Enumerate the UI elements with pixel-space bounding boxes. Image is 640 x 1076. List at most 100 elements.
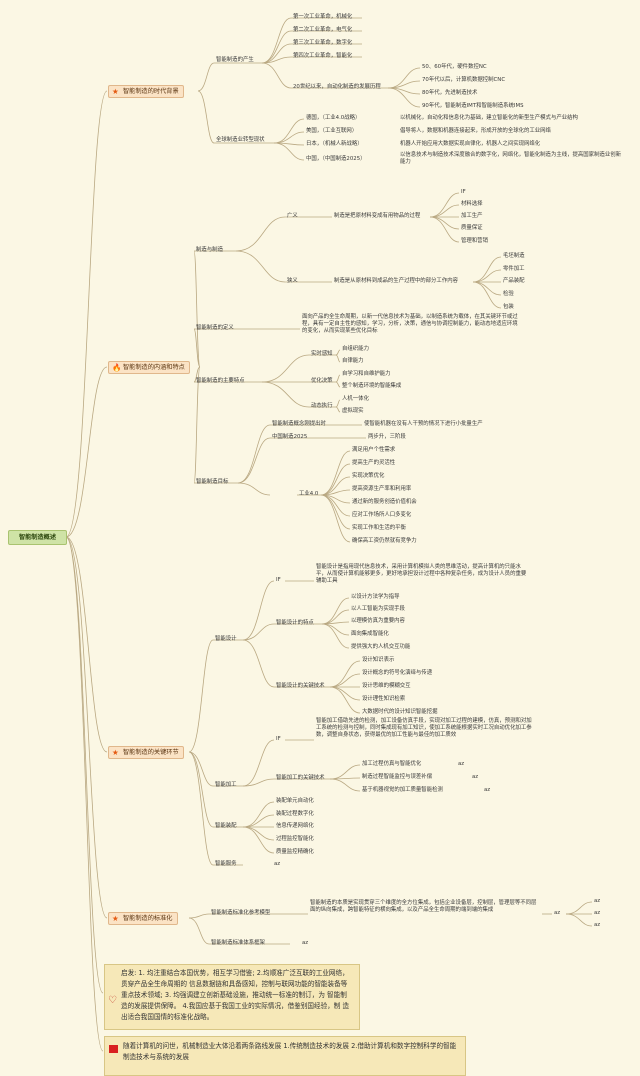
node-service[interactable]: 智能服务 [215, 861, 237, 867]
node-desc[interactable]: 智能设计是指用现代信息技术，采用计算机模拟人类的思维活动，提高计算机的只能水平，… [316, 564, 527, 584]
node-goals[interactable]: 智能制造目标 [196, 479, 229, 485]
node-assembly[interactable]: 智能装配 [215, 823, 237, 829]
node-global-status[interactable]: 全球制造业转型现状 [216, 137, 265, 143]
section-connotation[interactable]: 🔥智能制造的内涵和特点 [108, 361, 190, 374]
node-item[interactable]: 以人工智能为实现手段 [351, 606, 405, 612]
node-desc[interactable]: 智能加工借助先进的检测，加工设备仿真手段，实现对加工过程的建模，仿真，预测和对加… [316, 718, 532, 738]
node-desc[interactable]: 机器人开始应用大数据实现自律化，机器人之间实现网络化 [400, 141, 541, 147]
node-tag[interactable]: az [472, 774, 479, 780]
node-narrow[interactable]: 狭义 [287, 278, 298, 284]
node-item[interactable]: 信息传递网络化 [276, 823, 314, 829]
node-item[interactable]: 加工过程仿真与智能优化 [362, 761, 422, 767]
node-item[interactable]: 虚拟现实 [342, 408, 364, 414]
node-item[interactable]: 提高资源生产率和利用率 [352, 486, 412, 492]
node-desc[interactable]: 面向产品的全生命周期，以新一代信息技术为基础，以制造系统为载体，在其关键环节或过… [302, 314, 518, 334]
node-desc[interactable]: 以信息技术与制造技术深度融合的数字化，网络化，智能化制造为主线，提高国家制造业创… [400, 152, 622, 165]
node-reference-model[interactable]: 智能制造标准化参考模型 [211, 910, 271, 916]
node-feature[interactable]: 实时感知 [311, 351, 333, 357]
node-item[interactable]: 加工生产 [461, 213, 483, 219]
node-item[interactable]: 质量监控精确化 [276, 849, 314, 855]
node-item[interactable]: 80年代，先进制造技术 [422, 90, 478, 96]
node-desc[interactable]: 使智能机器在没有人干预的情况下进行小批量生产 [364, 421, 483, 427]
node-item[interactable]: 包装 [503, 304, 514, 310]
node-item[interactable]: 基于机器视觉的加工质量智能检测 [362, 787, 443, 793]
node-item[interactable]: 大数据时代的设计知识智能挖掘 [362, 709, 438, 715]
node-item[interactable]: 管理和营销 [461, 238, 488, 244]
node-item[interactable]: 以设计方法学为指导 [351, 594, 400, 600]
node-item[interactable]: 设计思维的模糊交互 [362, 683, 411, 689]
node-item[interactable]: 第二次工业革命，电气化 [293, 27, 353, 33]
node-item[interactable]: 设计理性知识检索 [362, 696, 406, 702]
node-item[interactable]: 满足用户个性需求 [352, 447, 396, 453]
node-making[interactable]: 制造与制造 [196, 247, 223, 253]
node-tag[interactable]: az [554, 910, 561, 916]
node-item[interactable]: 检验 [503, 291, 514, 297]
node-features[interactable]: 智能制造的主要特点 [196, 378, 245, 384]
node-item[interactable]: 50、60年代，硬件数控NC [422, 64, 487, 70]
node-design-features[interactable]: 智能设计的特点 [276, 620, 314, 626]
node-machining-tech[interactable]: 智能加工的关键技术 [276, 775, 325, 781]
node-origin[interactable]: 智能制造的产生 [216, 57, 254, 63]
node-country[interactable]: 中国，（中国制造2025） [306, 156, 366, 162]
node-item[interactable]: 通过新的服务创造价值机会 [352, 499, 417, 505]
node-country[interactable]: 美国，（工业互联网） [306, 128, 358, 134]
node-item[interactable]: 自组织能力 [342, 346, 369, 352]
node-tag[interactable]: az [274, 861, 281, 867]
node-item[interactable]: 材料选择 [461, 201, 483, 207]
node-item[interactable]: 毛坯制造 [503, 253, 525, 259]
node-item[interactable]: 以理模仿真为重要内容 [351, 618, 405, 624]
node-tag[interactable]: az [594, 910, 601, 916]
node-tag[interactable]: az [484, 787, 491, 793]
node-broad[interactable]: 广义 [287, 213, 298, 219]
node-item[interactable]: 设计知识表示 [362, 657, 395, 663]
node-item[interactable]: 零件加工 [503, 266, 525, 272]
node-item[interactable]: 实现决策优化 [352, 473, 385, 479]
node-desc[interactable]: 制造是从原材料到成品的生产过程中的部分工作内容 [334, 278, 458, 284]
node-machining[interactable]: 智能加工 [215, 782, 237, 788]
node-item[interactable]: 质量保证 [461, 225, 483, 231]
history-banner[interactable]: 随着计算机的问世，机械制造业大体沿着两条路线发展 1.传统制造技术的发展 2.借… [104, 1036, 466, 1076]
node-if[interactable]: IF [276, 577, 281, 583]
node-item[interactable]: 整个制造环境的智能集成 [342, 383, 402, 389]
node-item[interactable]: 实现工作和生活的平衡 [352, 525, 406, 531]
node-item[interactable]: 产品装配 [503, 278, 525, 284]
node-item[interactable]: 提供强大的人机交互功能 [351, 644, 411, 650]
node-desc[interactable]: 制造是把原材料变成有用物品的过程 [334, 213, 421, 219]
node-item[interactable]: 装配过程数字化 [276, 811, 314, 817]
section-era-background[interactable]: ★智能制造的时代背景 [108, 85, 184, 98]
node-feature[interactable]: 优化决策 [311, 378, 333, 384]
node-item[interactable]: 70年代以后，计算机数据控制CNC [422, 77, 506, 83]
node-goal[interactable]: 智能制造概念刚提出时 [272, 421, 326, 427]
node-item[interactable]: 制造过程智能监控与误差补偿 [362, 774, 433, 780]
node-item[interactable]: 装配单元自动化 [276, 798, 314, 804]
node-item[interactable]: 自学习和自维护能力 [342, 371, 391, 377]
node-tag[interactable]: az [302, 940, 309, 946]
section-key-links[interactable]: ★智能制造的关键环节 [108, 746, 184, 759]
node-design[interactable]: 智能设计 [215, 636, 237, 642]
node-item[interactable]: 过程监控智能化 [276, 836, 314, 842]
node-item[interactable]: 人机一体化 [342, 396, 369, 402]
node-automation-history[interactable]: 20世纪以来，自动化制造的发展历程 [293, 84, 381, 90]
section-standardization[interactable]: ★智能制造的标准化 [108, 912, 178, 925]
node-design-tech[interactable]: 智能设计的关键技术 [276, 683, 325, 689]
node-item[interactable]: 第三次工业革命，数字化 [293, 40, 353, 46]
node-goal[interactable]: 中国制造2025 [272, 434, 308, 440]
node-item[interactable]: 第一次工业革命，机械化 [293, 14, 353, 20]
node-standard-framework[interactable]: 智能制造标准体系框架 [211, 940, 265, 946]
node-item[interactable]: IF [461, 189, 466, 195]
root-node[interactable]: 智能制造概述 [8, 530, 67, 545]
node-item[interactable]: 自律能力 [342, 358, 364, 364]
node-item[interactable]: 设计概念的符号化演绎与传递 [362, 670, 433, 676]
node-feature[interactable]: 动态执行 [311, 403, 333, 409]
node-country[interactable]: 德国，（工业4.0战略） [306, 115, 361, 121]
node-item[interactable]: 确保高工资仍然就有竞争力 [352, 538, 417, 544]
node-if[interactable]: IF [276, 736, 281, 742]
node-tag[interactable]: az [594, 898, 601, 904]
node-desc[interactable]: 倡导将人，数据和机器连接起来，形成开放的全球化的工业网络 [400, 128, 551, 134]
node-desc[interactable]: 智能制造的本质是实现贯穿三个维度的全方位集成，包括企业设备层，控制层，管理层等不… [310, 900, 537, 913]
node-definition[interactable]: 智能制造的定义 [196, 325, 234, 331]
node-item[interactable]: 第四次工业革命，智能化 [293, 53, 353, 59]
node-item[interactable]: 应对工作场所人口多变化 [352, 512, 412, 518]
node-desc[interactable]: 两步升，三阶段 [368, 434, 406, 440]
node-country[interactable]: 日本，（机械人新战略） [306, 141, 363, 147]
